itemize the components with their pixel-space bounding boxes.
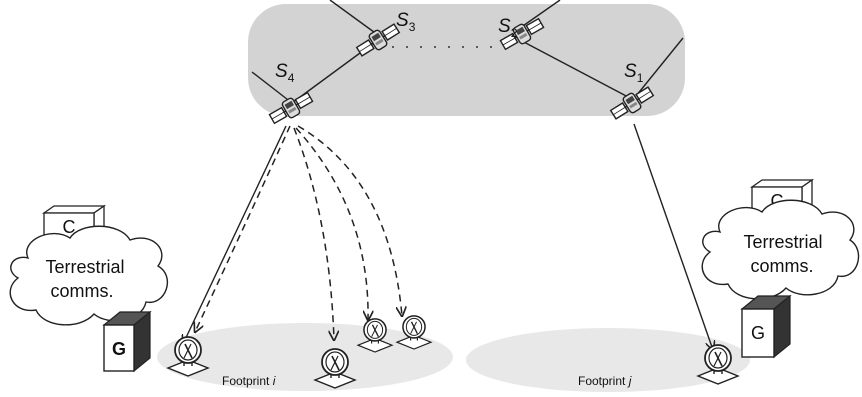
label-s1: S1 [624,61,644,85]
link-s1-offframe [635,37,684,97]
terrestrial-cloud-left: Terrestrial comms. [9,225,169,326]
svg-text:comms.: comms. [751,256,814,276]
footprint-i-label: Footprint i [222,374,276,388]
svg-text:comms.: comms. [51,281,114,301]
svg-text:G: G [751,323,765,343]
footprint-j-label: Footprint j [578,374,632,388]
downlink-s1 [633,123,713,350]
link-s2-s1 [519,39,631,99]
link-s2-offframe [519,0,561,29]
svg-text:Terrestrial: Terrestrial [743,232,822,252]
link-s4-s3 [251,71,293,104]
svg-text:C: C [63,217,76,237]
link-s3-offframe [329,0,379,36]
ground-station-box-right: G [740,294,792,359]
svg-text:G: G [112,339,126,359]
uplink-solid-left [183,125,287,344]
label-s4: S4 [275,61,295,85]
beam-dashed-1 [195,125,291,332]
beam-dashed-4 [297,125,402,316]
label-s2: S2 [498,16,518,40]
beam-dashed-3 [295,127,368,320]
ground-station-box-left: G [102,310,152,373]
label-s3: S3 [396,10,416,34]
beam-dashed-2 [293,127,334,340]
footprint-j-area [466,328,750,392]
orbit-band [248,4,685,116]
svg-text:Terrestrial: Terrestrial [45,257,124,277]
terrestrial-cloud-right: Terrestrial comms. [701,199,860,300]
